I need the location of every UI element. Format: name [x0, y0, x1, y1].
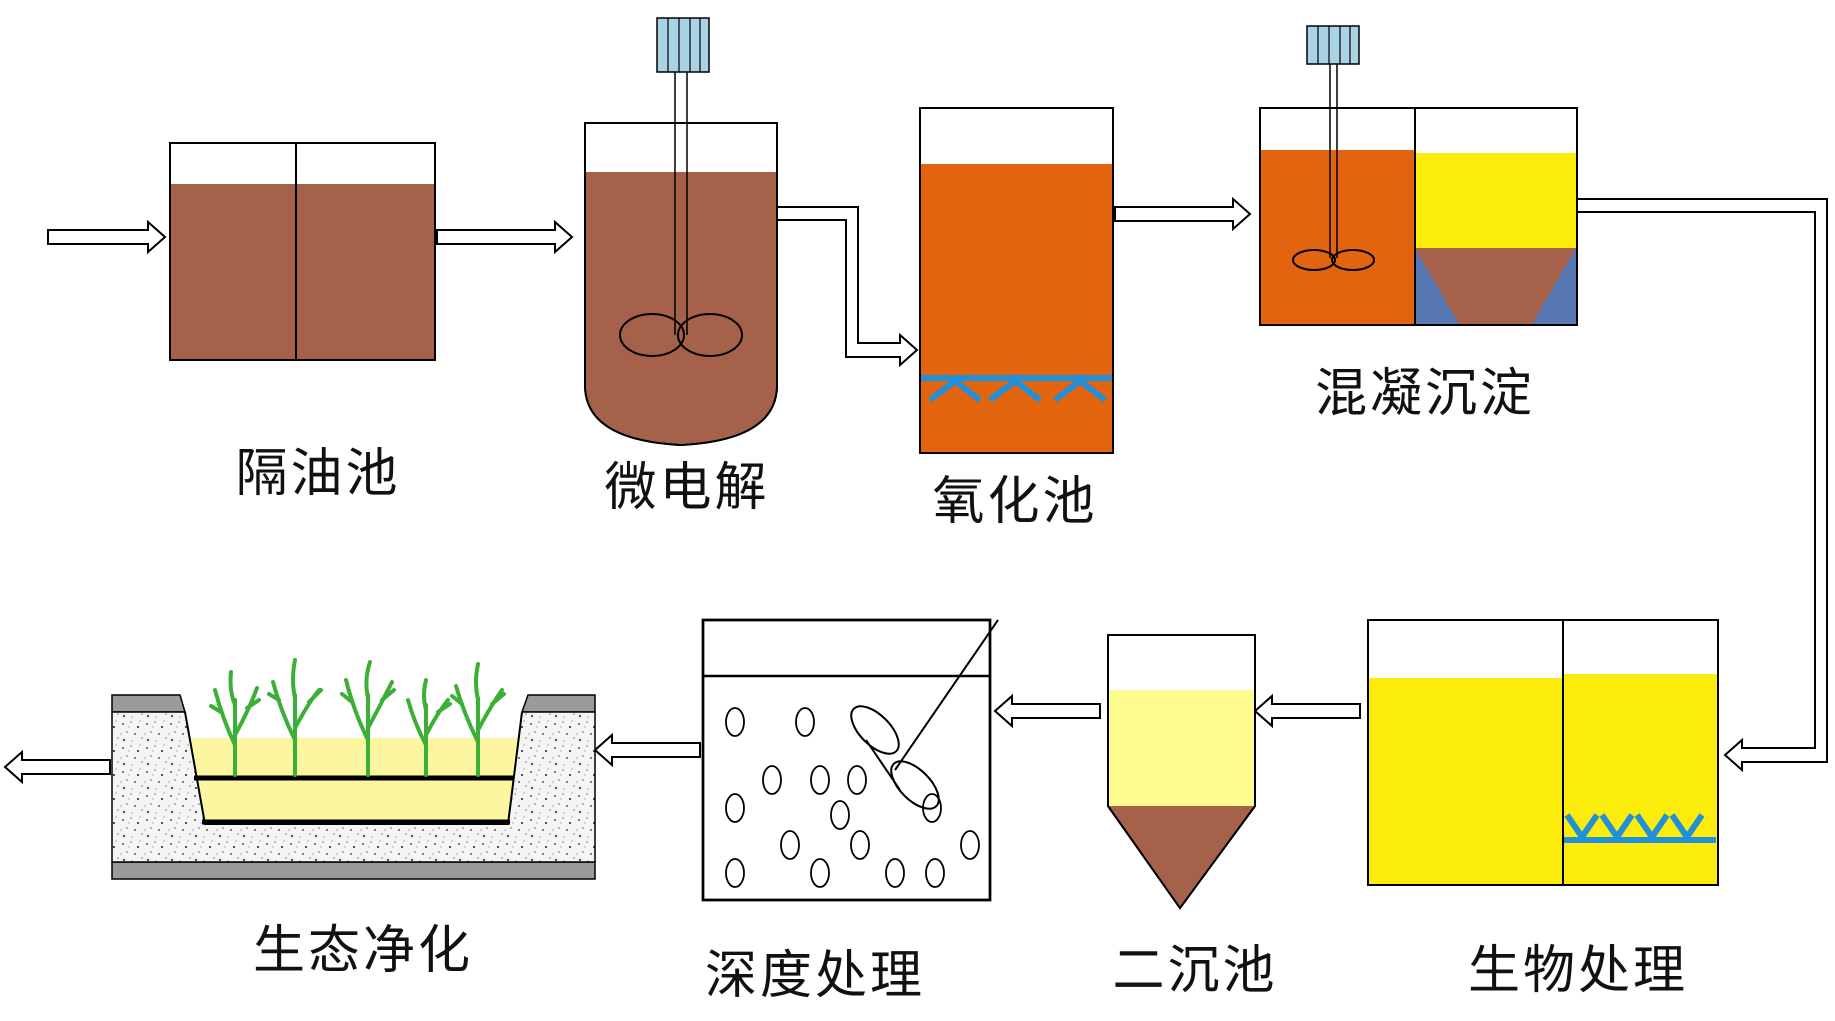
label-oil-separation: 隔油池	[235, 444, 401, 504]
membrane-module-icon	[850, 619, 999, 810]
wetland-plants-icon	[209, 658, 506, 777]
label-oxidation: 氧化池	[932, 472, 1098, 532]
media-granules-icon	[725, 707, 980, 888]
label-secondary-clarifier: 二沉池	[1112, 941, 1278, 1001]
inlet-arrow	[47, 219, 167, 255]
ecological-purification-wetland	[111, 658, 596, 880]
arrow-advanced-to-ecological	[593, 732, 701, 768]
arrow-clarifier-to-advanced	[993, 693, 1101, 729]
pipe-coagulation-to-biological	[1576, 198, 1828, 773]
outlet-arrow	[3, 749, 111, 785]
label-micro-electrolysis: 微电解	[604, 458, 770, 518]
oxidation-tank-liquid	[921, 164, 1112, 452]
secondary-clarifier-tank	[1107, 634, 1256, 910]
biological-liquid-right	[1563, 674, 1717, 884]
coagulation-liquid	[1261, 150, 1415, 324]
wetland-wall-left	[111, 694, 187, 713]
oil-tank-liquid	[171, 184, 434, 359]
label-advanced-treatment: 深度处理	[704, 946, 926, 1006]
biological-aerator-icon	[1564, 813, 1716, 843]
coagulation-sedimentation-tank	[1259, 25, 1578, 326]
biological-treatment-tank	[1367, 619, 1719, 886]
micro-reactor-liquid	[586, 172, 776, 444]
wetland-wall-bottom	[111, 861, 596, 880]
oxidation-tank	[919, 107, 1114, 454]
sedimentation-sludge	[1415, 248, 1576, 324]
arrow-biological-to-clarifier	[1253, 693, 1361, 729]
clarifier-sludge-cone	[1109, 806, 1254, 906]
label-biological-treatment: 生物处理	[1467, 941, 1689, 1001]
advanced-treatment-tank	[701, 618, 999, 902]
micro-electrolysis-reactor	[584, 17, 778, 447]
oil-separation-tank	[169, 142, 436, 361]
wetland-wall-right	[520, 694, 596, 713]
clarifier-liquid	[1109, 690, 1254, 806]
oxidation-aerator-icon	[921, 375, 1112, 403]
label-ecological-purification: 生态净化	[252, 921, 474, 981]
biological-liquid-left	[1369, 678, 1563, 884]
micro-mixer-motor-icon	[656, 17, 710, 73]
pipe-micro-to-oxidation	[776, 206, 919, 368]
coagulation-mixer-motor-icon	[1306, 25, 1360, 65]
label-coagulation-sedimentation: 混凝沉淀	[1314, 364, 1536, 424]
arrow-oxidation-to-coagulation	[1114, 196, 1252, 232]
sedimentation-liquid	[1415, 153, 1576, 248]
arrow-oil-to-micro	[436, 219, 574, 255]
coagulation-impeller-icon	[1292, 249, 1336, 271]
micro-impeller-icon	[619, 313, 685, 357]
